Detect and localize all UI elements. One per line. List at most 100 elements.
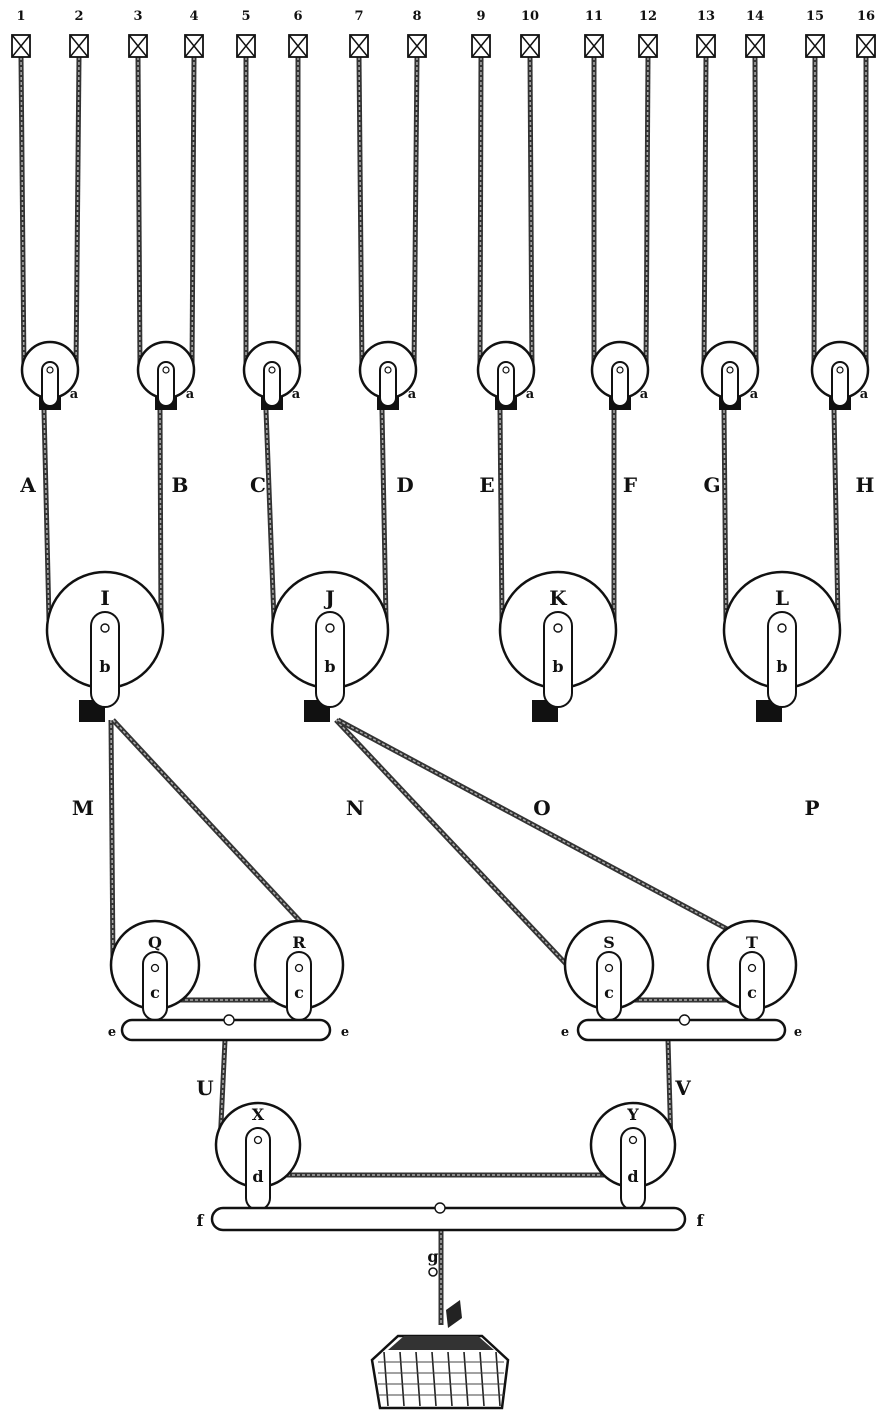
rope-hook-14-strand <box>754 56 757 371</box>
hook-number-11: 11 <box>585 9 603 24</box>
mid-pulley-sub-label: b <box>552 657 563 676</box>
hook-cross-6 <box>288 34 308 58</box>
weight-basket-body <box>370 1334 510 1410</box>
top-pulley-label: a <box>408 387 417 402</box>
rope-level1-right-strand <box>833 409 839 621</box>
rope-hook-15-strand <box>813 56 816 371</box>
rope-hook-7-strand <box>358 56 363 371</box>
bar-e-label-left-2: e <box>561 1025 569 1040</box>
bottom-pulley-label-Y: Y <box>626 1105 639 1124</box>
rope-level1-right-strand <box>381 409 387 621</box>
low-pulley-label-S: S <box>603 933 615 952</box>
hook-number-1: 1 <box>16 9 25 24</box>
rope-label-U: U <box>196 1076 213 1100</box>
bottom-pulley-sub-label: d <box>627 1167 638 1186</box>
top-pulley-block <box>157 361 175 407</box>
bar-f <box>210 1206 687 1232</box>
hook-cross-8 <box>407 34 427 58</box>
low-pulley-sub-label: c <box>604 983 614 1002</box>
rope-label-P: P <box>804 796 819 820</box>
hook-cross-11 <box>584 34 604 58</box>
top-pulley-block <box>611 361 629 407</box>
hook-cross-4 <box>184 34 204 58</box>
hook-cross-14 <box>745 34 765 58</box>
basket-stave <box>479 1351 485 1407</box>
rope-label-M: M <box>72 796 94 820</box>
low-pulley-sub-label: c <box>294 983 304 1002</box>
mid-pulley-sub-label: b <box>776 657 787 676</box>
rope-label-O: O <box>533 796 550 820</box>
top-pulley-block <box>497 361 515 407</box>
top-pulley-axle <box>384 366 392 374</box>
top-pulley-block <box>831 361 849 407</box>
hook-g-ring <box>428 1267 438 1277</box>
bar-e-label-right: e <box>341 1025 349 1040</box>
rope-hook-12-strand <box>645 56 649 371</box>
mid-pulley-block-J <box>315 611 345 708</box>
top-pulley-axle <box>162 366 170 374</box>
rope-label-A: A <box>19 473 36 497</box>
mid-pulley-block-K <box>543 611 573 708</box>
rope-label-V: V <box>674 1076 691 1100</box>
hook-cross-12 <box>638 34 658 58</box>
rope-level1-left-strand <box>43 409 50 621</box>
mid-pulley-sub-label: b <box>99 657 110 676</box>
low-pulley-sub-label: c <box>150 983 160 1002</box>
top-pulley-label: a <box>292 387 301 402</box>
cross-bars <box>120 1014 787 1232</box>
top-pulley-block <box>41 361 59 407</box>
top-pulley-block <box>379 361 397 407</box>
bar-e-label-left: e <box>108 1025 116 1040</box>
hook-number-14: 14 <box>746 9 764 24</box>
mid-pulley-axle <box>777 623 787 633</box>
low-pulley-axle <box>604 963 614 973</box>
hook-number-13: 13 <box>697 9 715 24</box>
rope-level1-right-strand <box>159 409 162 621</box>
hook-number-2: 2 <box>74 9 83 24</box>
basket-stave <box>495 1351 501 1407</box>
basket-stave <box>415 1351 421 1407</box>
bar-f-pivot <box>434 1202 446 1214</box>
top-pulley-label: a <box>186 387 195 402</box>
rope-hook-9-strand <box>479 56 482 371</box>
hook-number-16: 16 <box>857 9 875 24</box>
mid-pulley-label-K: K <box>549 586 567 610</box>
rope-level2-strand <box>337 719 795 966</box>
hook-number-7: 7 <box>354 9 363 24</box>
mid-pulley-block-I <box>90 611 120 708</box>
rope-label-N: N <box>346 796 364 820</box>
top-pulley-label: a <box>640 387 649 402</box>
rope-level1-left-strand <box>265 409 275 621</box>
mid-pulley-axle <box>100 623 110 633</box>
hook-cross-2 <box>69 34 89 58</box>
mid-pulley-label-J: J <box>323 586 334 610</box>
basket-stave <box>383 1351 389 1407</box>
bar-e-pivot <box>678 1014 691 1026</box>
hook-cross-1 <box>11 34 31 58</box>
bottom-pulley-axle <box>628 1135 638 1145</box>
hook-number-9: 9 <box>476 9 485 24</box>
hook-number-6: 6 <box>293 9 302 24</box>
ropes <box>18 56 869 1325</box>
low-pulley-sub-label: c <box>747 983 757 1002</box>
top-pulley-label: a <box>526 387 535 402</box>
low-pulley-label-R: R <box>292 933 306 952</box>
rope-hook-1-strand <box>20 56 25 371</box>
rope-label-F: F <box>623 473 637 497</box>
basket-opening <box>388 1336 494 1350</box>
rope-label-H: H <box>856 473 875 497</box>
bar-e-label-right-2: e <box>794 1025 802 1040</box>
mid-pulley-axle <box>553 623 563 633</box>
hook-number-3: 3 <box>133 9 142 24</box>
bottom-pulley-sub-label: d <box>252 1167 263 1186</box>
mid-pulley-label-L: L <box>775 586 789 610</box>
rope-level1-left-strand <box>723 409 727 621</box>
low-pulley-label-T: T <box>746 933 758 952</box>
hook-number-15: 15 <box>806 9 824 24</box>
basket-stave <box>447 1351 453 1407</box>
hook-cross-3 <box>128 34 148 58</box>
rope-level2-strand <box>110 719 114 966</box>
hook-number-12: 12 <box>639 9 657 24</box>
